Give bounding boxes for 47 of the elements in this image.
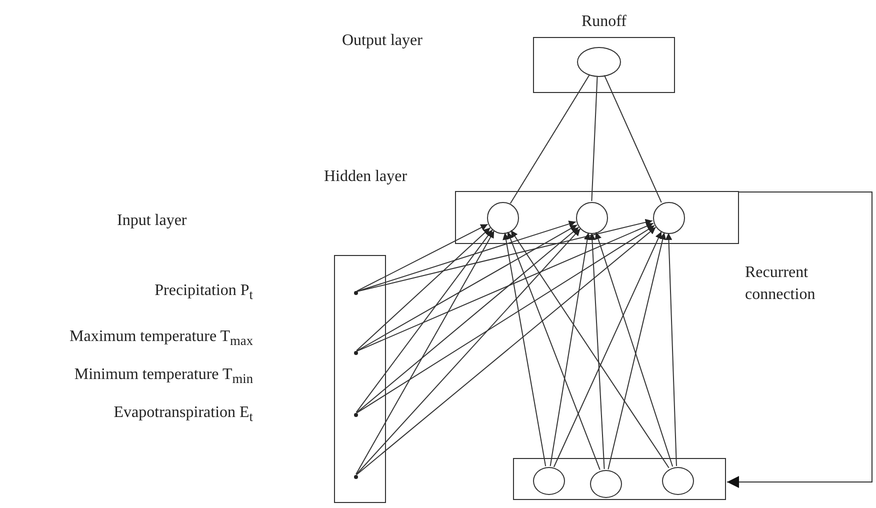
arrow <box>356 226 580 414</box>
arrow <box>588 232 605 470</box>
arrow <box>726 192 872 488</box>
layer-label: Output layer <box>342 32 422 50</box>
input-node-dot <box>354 475 358 479</box>
neuron-circle <box>487 202 519 234</box>
arrow <box>550 232 591 467</box>
arrow <box>356 224 488 292</box>
variable-label: Maximum temperature T$_{max}$ <box>70 328 253 349</box>
arrow <box>356 225 655 414</box>
arrow <box>356 224 578 352</box>
input-node-dot <box>354 351 358 355</box>
arrow <box>356 218 653 292</box>
variable-label: Precipitation P$_{t}$ <box>154 282 253 303</box>
layer-label: Recurrent connection <box>745 263 816 306</box>
arrow <box>608 232 666 470</box>
arrow <box>502 232 546 467</box>
arrow <box>356 230 495 475</box>
neuron-circle <box>576 202 608 234</box>
arrow <box>356 226 656 476</box>
arrow <box>553 231 662 468</box>
arrow <box>594 232 674 467</box>
layer-title: Runoff <box>580 13 628 31</box>
input-node-dot <box>354 291 358 295</box>
arrow <box>510 230 670 468</box>
arrow <box>356 222 654 352</box>
layer-label: Input layer <box>117 212 187 230</box>
arrow <box>356 229 493 413</box>
neuron-circle <box>590 470 622 498</box>
layer-box <box>513 458 726 500</box>
layer-box <box>334 255 386 503</box>
connection-line <box>510 74 590 204</box>
arrow <box>356 220 576 292</box>
neuron-circle <box>577 47 621 77</box>
neuron-circle <box>653 202 685 234</box>
input-node-dot <box>354 413 358 417</box>
neuron-circle <box>533 467 565 495</box>
arrow <box>356 228 581 475</box>
arrow <box>507 231 600 470</box>
neuron-circle <box>662 467 694 495</box>
arrow <box>665 232 677 466</box>
variable-label: Evapotranspiration E$_{t}$ <box>114 404 253 425</box>
layer-label: Hidden layer <box>324 168 408 186</box>
connection-line <box>591 76 598 202</box>
layer-box <box>455 191 739 244</box>
arrow <box>356 227 491 352</box>
variable-label: Minimum temperature T$_{min}$ <box>74 366 253 387</box>
